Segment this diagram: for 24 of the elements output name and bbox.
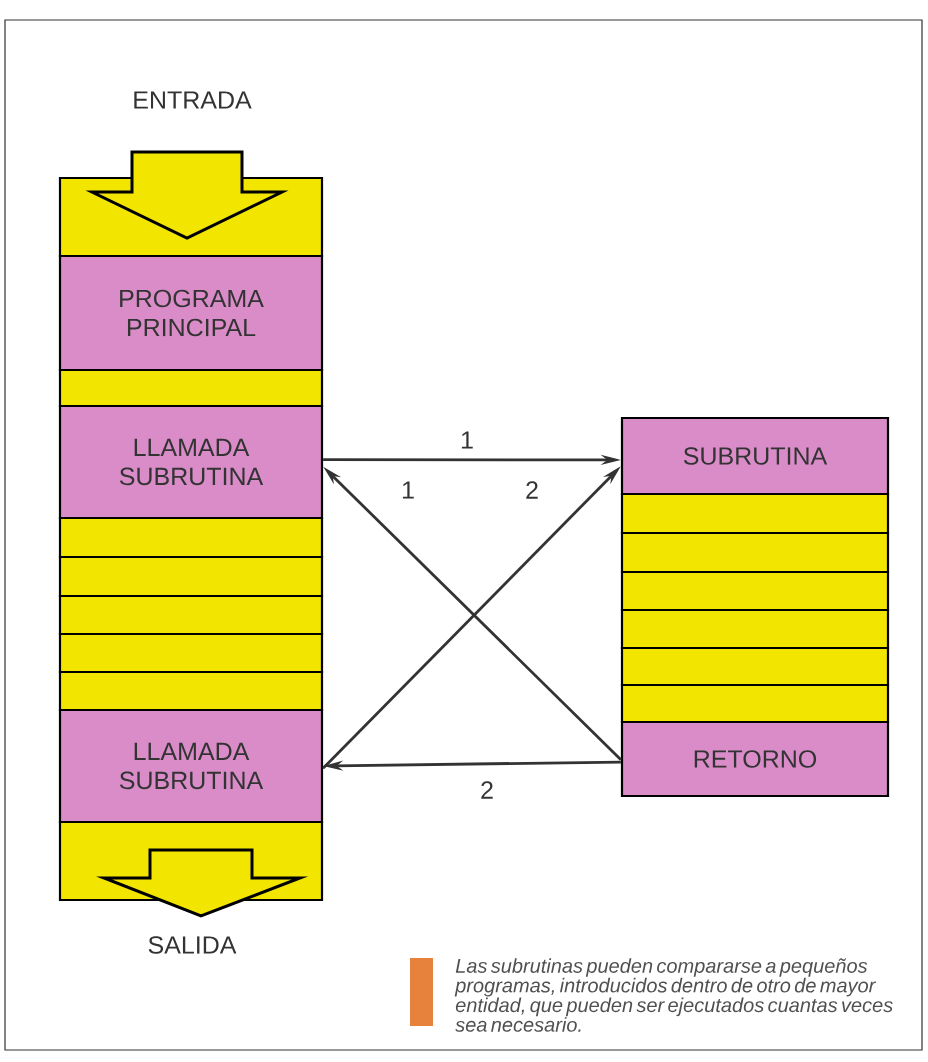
- empty-band: [58, 555, 324, 598]
- io-label: SALIDA: [148, 936, 237, 954]
- empty-band: [58, 670, 324, 712]
- program-block: PROGRAMA PRINCIPAL: [58, 254, 324, 372]
- program-block: LLAMADA SUBRUTINA: [58, 708, 324, 824]
- edge-label: 2: [524, 480, 540, 500]
- edge-label: 2: [479, 780, 495, 800]
- edge-label: 1: [459, 430, 475, 450]
- io-label: ENTRADA: [134, 91, 252, 109]
- empty-band: [58, 594, 324, 636]
- program-block: SUBRUTINA: [620, 416, 890, 496]
- empty-band: [58, 516, 324, 559]
- program-block: RETORNO: [620, 720, 890, 798]
- empty-band: [58, 632, 324, 674]
- empty-band: [620, 683, 890, 724]
- empty-band: [620, 608, 890, 650]
- empty-band: [58, 368, 324, 408]
- empty-band: [620, 531, 890, 574]
- empty-band: [620, 570, 890, 612]
- empty-band: [620, 646, 890, 687]
- program-block: LLAMADA SUBRUTINA: [58, 404, 324, 520]
- empty-band: [620, 492, 890, 535]
- edge-label: 1: [400, 480, 416, 500]
- note-text: Las subrutinas pueden compararse a pequeños programas, introducidos dentro de otro de mayor entidad, que pueden ser ejecutados cuantas veces sea necesario.: [454, 958, 893, 1032]
